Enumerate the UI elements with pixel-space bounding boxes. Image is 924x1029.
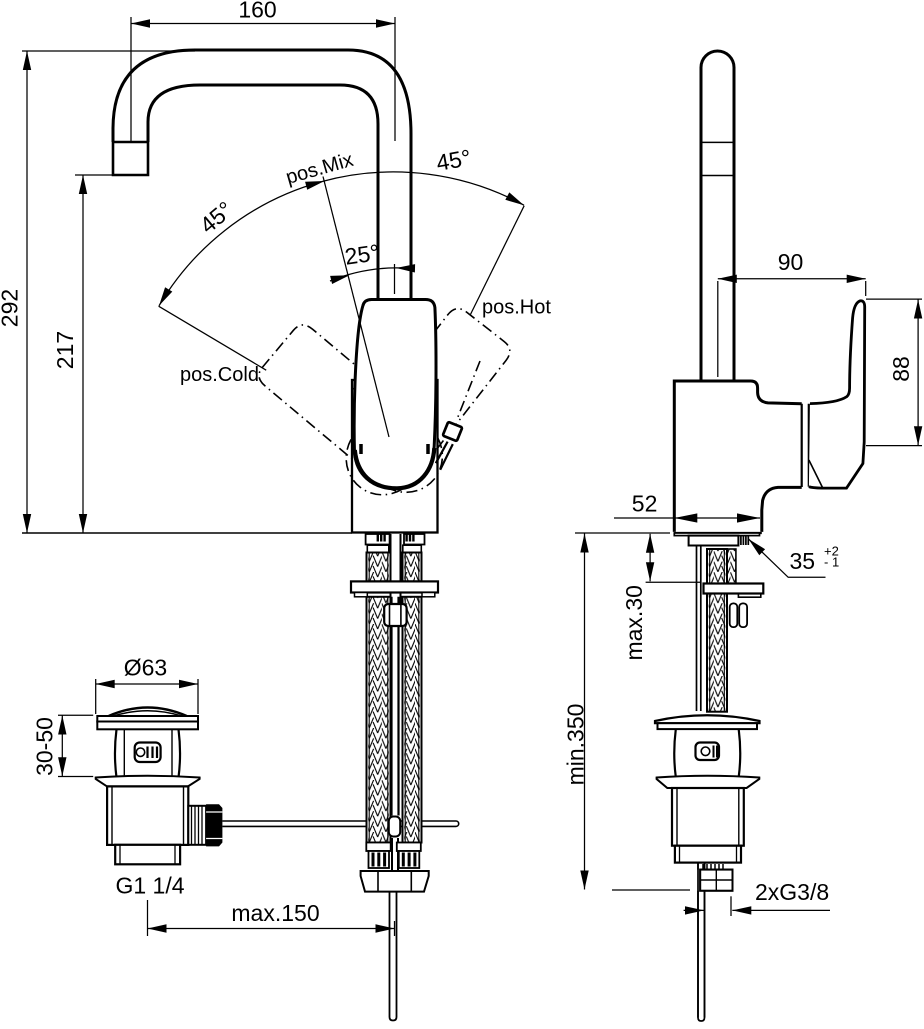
svg-text:45°: 45° bbox=[434, 144, 473, 176]
svg-text:88: 88 bbox=[888, 356, 914, 382]
svg-text:160: 160 bbox=[238, 0, 276, 23]
svg-text:min.350: min.350 bbox=[562, 704, 588, 786]
svg-text:G1 1/4: G1 1/4 bbox=[115, 873, 184, 899]
svg-text:52: 52 bbox=[632, 491, 658, 517]
svg-text:217: 217 bbox=[52, 331, 78, 369]
svg-text:25°: 25° bbox=[343, 239, 381, 270]
svg-text:- 1: - 1 bbox=[824, 555, 839, 570]
svg-text:Ø63: Ø63 bbox=[124, 655, 167, 681]
svg-text:2xG3/8: 2xG3/8 bbox=[755, 879, 829, 905]
svg-text:292: 292 bbox=[0, 289, 22, 327]
svg-text:pos.Hot: pos.Hot bbox=[482, 297, 551, 319]
svg-text:pos.Cold: pos.Cold bbox=[180, 364, 259, 386]
svg-text:max.150: max.150 bbox=[231, 900, 319, 926]
svg-text:35: 35 bbox=[790, 548, 816, 574]
svg-text:+2: +2 bbox=[824, 544, 839, 559]
svg-text:90: 90 bbox=[778, 249, 804, 275]
svg-text:max.30: max.30 bbox=[621, 585, 647, 660]
svg-text:30-50: 30-50 bbox=[31, 717, 57, 776]
